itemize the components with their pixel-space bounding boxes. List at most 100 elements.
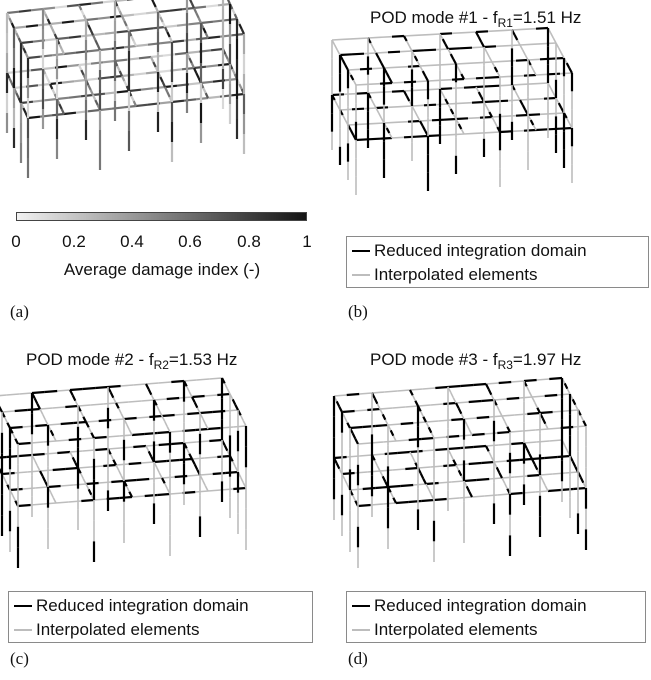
frame-element [188, 57, 193, 64]
frame-element [439, 87, 453, 91]
frame-element [533, 401, 539, 409]
frame-element [403, 89, 417, 92]
frame-element [511, 74, 525, 78]
frame-element [431, 118, 445, 122]
frame-element [532, 69, 537, 76]
frame-element [0, 394, 7, 397]
frame-element [579, 476, 585, 484]
frame-element [223, 444, 229, 452]
frame-element [128, 28, 142, 33]
frame-element [384, 419, 389, 426]
panel-c: POD mode #2 - fR2=1.53 Hz Reduced integr… [0, 340, 325, 680]
frame-element [346, 422, 351, 429]
frame-element [149, 414, 163, 419]
frame-element [457, 407, 463, 415]
legend-item-interpolated: Interpolated elements [9, 618, 200, 642]
frame-element [369, 42, 375, 49]
frame-element [444, 98, 449, 105]
frame-element [525, 447, 531, 455]
frame-element [489, 415, 503, 418]
frame-element [52, 497, 57, 504]
frame-element [413, 483, 427, 486]
frame-element [551, 112, 565, 115]
frame-element [476, 415, 490, 420]
frame-element [491, 116, 496, 123]
frame-element [547, 488, 561, 493]
frame-element [501, 476, 515, 479]
frame-element [161, 476, 175, 479]
frame-element [171, 39, 185, 44]
frame-element [430, 465, 444, 468]
frame-element [145, 383, 150, 390]
frame-element [196, 378, 210, 381]
frame-element [549, 87, 555, 94]
frame-element [140, 27, 154, 31]
frame-element [153, 459, 167, 464]
frame-element [193, 67, 198, 74]
frame-element [503, 420, 509, 428]
frame-element [19, 392, 33, 395]
frame-element [73, 483, 87, 486]
frame-element [419, 64, 433, 67]
frame-element [451, 480, 465, 483]
legend-item-interpolated: Interpolated elements [347, 263, 538, 287]
frame-element [39, 114, 53, 118]
frame-element [449, 108, 455, 115]
frame-element [571, 398, 577, 406]
colorbar-tick: 0.4 [120, 232, 144, 251]
frame-element [44, 452, 58, 455]
frame-element [352, 79, 357, 86]
frame-element [242, 420, 247, 427]
frame-element [363, 52, 377, 55]
frame-element [89, 29, 94, 36]
frame-element [15, 32, 20, 39]
frame-element [174, 51, 188, 56]
frame-element [114, 0, 128, 3]
frame-structure-damage [5, 0, 246, 178]
frame-element [379, 90, 393, 94]
frame-element [36, 465, 41, 472]
frame-element [30, 7, 44, 12]
frame-element [135, 103, 149, 108]
frame-element [459, 434, 473, 437]
frame-element [457, 469, 463, 477]
frame-element [519, 457, 533, 462]
frame-element [376, 403, 381, 410]
frame-element [491, 61, 496, 68]
frame-element [557, 454, 571, 459]
frame-element [457, 123, 463, 130]
frame-element [349, 74, 355, 81]
frame-element [354, 471, 368, 474]
frame-element [204, 485, 209, 492]
frame-element [487, 29, 501, 33]
frame-element [541, 417, 547, 425]
frame-element [94, 99, 99, 106]
frame-element [68, 437, 82, 442]
frame-element [483, 100, 497, 104]
frame-element [409, 388, 423, 391]
frame-element [355, 138, 369, 142]
frame-element [185, 447, 191, 455]
frame-element [471, 432, 485, 437]
frame-element [535, 490, 549, 493]
frame-element [519, 44, 524, 51]
frame-element [544, 423, 549, 430]
frame-element [238, 83, 243, 90]
frame-element [408, 45, 413, 52]
frame-element [435, 385, 449, 390]
frame-element [416, 60, 421, 67]
frame-element [367, 470, 381, 473]
frame-element [536, 378, 550, 381]
frame-element [559, 72, 573, 75]
legend: Reduced integration domain Interpolated … [8, 591, 313, 643]
frame-element [119, 434, 133, 437]
frame-element [427, 488, 433, 496]
frame-element [441, 93, 447, 100]
frame-element [92, 94, 97, 101]
frame-element [60, 421, 74, 426]
frame-element [479, 115, 493, 119]
frame-element [501, 477, 506, 484]
frame-element [375, 52, 380, 59]
frame-element [107, 447, 121, 450]
frame-element [35, 423, 49, 428]
